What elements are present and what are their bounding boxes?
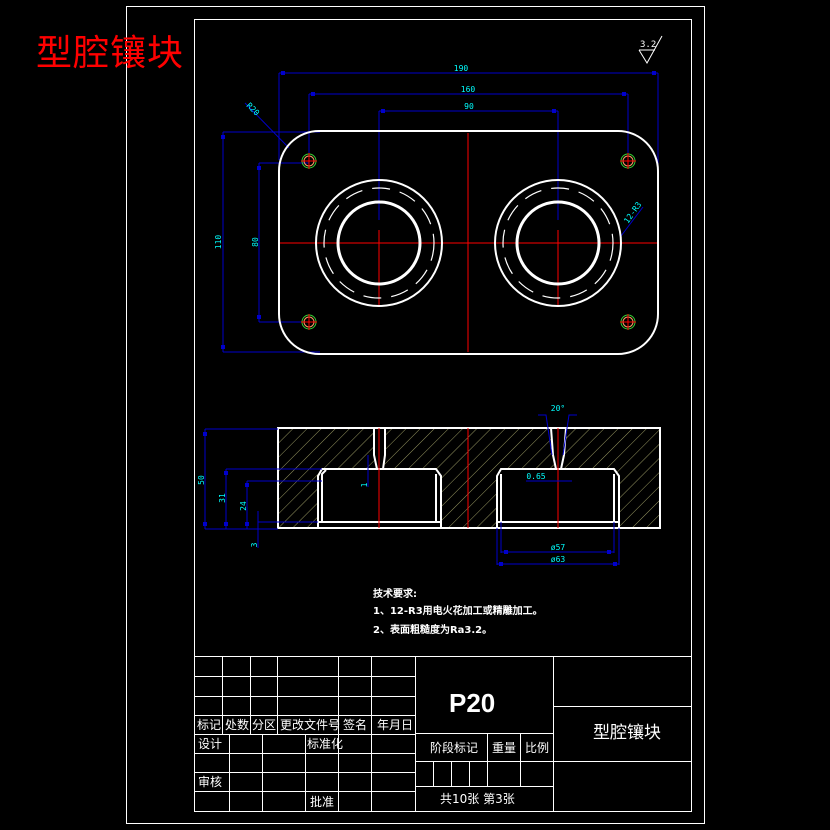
header-change-doc: 更改文件号 — [280, 718, 341, 732]
svg-text:ø63: ø63 — [551, 555, 566, 564]
label-design: 设计 — [198, 737, 223, 751]
svg-text:R20: R20 — [245, 101, 262, 118]
inner-frame — [194, 19, 692, 812]
svg-text:90: 90 — [464, 102, 474, 111]
header-mark: 标记 — [197, 718, 222, 732]
outer-frame — [126, 6, 705, 824]
surface-finish-symbol: 3.2 — [638, 35, 663, 64]
tech-requirement-1: 1、12-R3用电火花加工或精雕加工。 — [373, 606, 543, 617]
svg-text:110: 110 — [214, 235, 223, 250]
svg-text:3: 3 — [250, 542, 259, 547]
svg-text:12-R3: 12-R3 — [622, 200, 643, 225]
drawing-number: P20 — [449, 688, 496, 718]
mounting-holes — [301, 153, 636, 330]
header-signature: 签名 — [343, 718, 368, 732]
tech-requirement-2: 2、表面粗糙度为Ra3.2。 — [373, 625, 493, 636]
cavity-left — [315, 179, 443, 307]
svg-text:160: 160 — [461, 85, 476, 94]
label-weight: 重量 — [492, 741, 517, 755]
label-review: 审核 — [198, 775, 223, 789]
label-stage-mark: 阶段标记 — [430, 741, 479, 755]
cavity-right — [494, 179, 622, 307]
drawing-title-red: 型腔镶块 — [36, 33, 185, 74]
header-count: 处数 — [225, 718, 250, 732]
label-approval: 批准 — [310, 795, 335, 809]
section-view: 50 31 24 3 1 20° 0.65 ø57 ø63 — [197, 404, 661, 566]
svg-text:1: 1 — [360, 482, 369, 487]
part-name: 型腔镶块 — [593, 723, 661, 743]
svg-text:20°: 20° — [551, 404, 565, 413]
svg-text:ø57: ø57 — [551, 543, 566, 552]
label-scale: 比例 — [525, 741, 550, 755]
svg-text:80: 80 — [251, 237, 260, 247]
plan-view: 190 160 90 110 80 R20 12-R3 — [214, 64, 659, 355]
svg-text:0.65: 0.65 — [526, 472, 545, 481]
tech-requirements-heading: 技术要求: — [373, 589, 417, 600]
sheet-info: 共10张 第3张 — [440, 792, 515, 806]
label-standardization: 标准化 — [307, 737, 344, 751]
svg-text:190: 190 — [454, 64, 469, 73]
svg-text:31: 31 — [218, 493, 227, 503]
svg-text:3.2: 3.2 — [640, 40, 656, 50]
svg-text:24: 24 — [239, 501, 248, 511]
header-date: 年月日 — [377, 718, 414, 732]
title-block-grid — [194, 656, 691, 811]
plate-outline — [278, 130, 659, 355]
svg-text:50: 50 — [197, 475, 206, 485]
header-zone: 分区 — [252, 718, 277, 732]
